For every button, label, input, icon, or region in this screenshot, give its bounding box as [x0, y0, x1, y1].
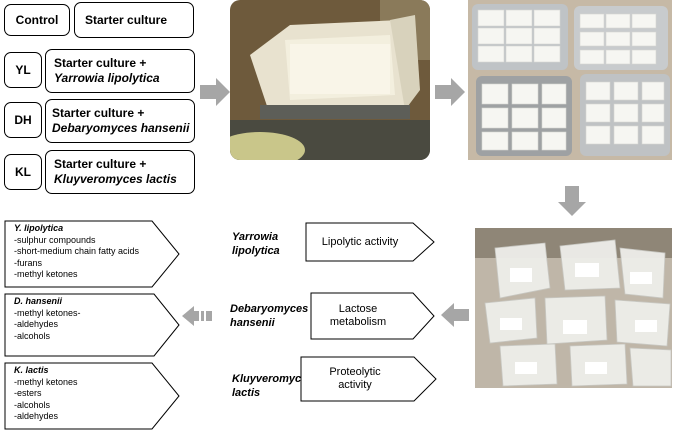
- volatile-item: -aldehydes: [14, 319, 59, 329]
- volatile-item: -short-medium chain fatty acids: [14, 246, 140, 256]
- activity-label: Proteolytic activity: [329, 366, 381, 391]
- arrow-left-icon: [441, 303, 469, 327]
- group-organism-text: Yarrowia lipolytica: [54, 71, 160, 85]
- group-yl-description: Starter culture + Yarrowia lipolytica: [45, 49, 195, 93]
- volatile-item: -esters: [14, 388, 42, 398]
- activity-chevron-shape: [305, 222, 435, 262]
- arrow-right-icon: [435, 78, 465, 106]
- arrow-right-icon: [200, 78, 230, 106]
- group-code-text: YL: [15, 63, 31, 77]
- arrow-left-icon: [182, 306, 212, 326]
- volatile-chevron-shape: [4, 293, 180, 357]
- volatile-list-debaryomyces: D. hansenii -methyl ketones- -aldehydes …: [14, 296, 164, 342]
- volatile-item: -sulphur compounds: [14, 234, 96, 245]
- group-dh-code: DH: [4, 102, 42, 138]
- activity-label: Lactose metabolism: [329, 303, 387, 328]
- volatile-item: -methyl ketones-: [14, 307, 81, 318]
- volatile-item: -alcohols: [14, 399, 51, 410]
- volatile-item: -furans: [14, 257, 43, 268]
- group-base-text: Starter culture: [85, 13, 168, 27]
- group-control-description: Starter culture: [74, 2, 194, 38]
- photo-cheese-blocks: [468, 0, 672, 160]
- volatile-item: -aldehydes: [14, 411, 59, 421]
- group-yl-code: YL: [4, 52, 42, 88]
- group-kl-description: Starter culture + Kluyveromyces lactis: [45, 150, 195, 194]
- activity-chevron-shape: [310, 292, 435, 340]
- group-code-text: DH: [14, 113, 32, 127]
- activity-organism-label: Debaryomyces hansenii: [230, 303, 309, 329]
- group-code-text: Control: [15, 13, 59, 27]
- group-code-text: KL: [15, 165, 31, 179]
- volatile-list-title: Y. lipolytica: [14, 223, 64, 233]
- volatile-item: -methyl ketones: [14, 376, 78, 387]
- volatile-item: -methyl ketones: [14, 269, 78, 279]
- activity-organism-label: Yarrowia lipolytica: [232, 231, 280, 257]
- group-organism-text: Kluyveromyces lactis: [54, 172, 177, 186]
- photo-curd-draining: [230, 0, 430, 160]
- activity-label: Lipolytic activity: [321, 235, 399, 248]
- volatile-list-kluyveromyces: K. lactis -methyl ketones -esters -alcoh…: [14, 365, 164, 423]
- volatile-item: -alcohols: [14, 330, 51, 341]
- volatile-list-title: D. hansenii: [14, 296, 63, 306]
- group-base-text: Starter culture +: [54, 56, 147, 70]
- group-base-text: Starter culture +: [52, 106, 145, 120]
- photo-vacuum-packed-cheese: [475, 228, 672, 388]
- volatile-list-title: K. lactis: [14, 365, 49, 375]
- group-kl-code: KL: [4, 154, 42, 190]
- arrow-down-icon: [558, 186, 586, 216]
- activity-chevron-shape: [300, 356, 437, 402]
- activity-organism-label: Kluyveromyces lactis: [232, 373, 314, 399]
- volatile-list-yarrowia: Y. lipolytica -sulphur compounds -short-…: [14, 223, 164, 281]
- group-control-code: Control: [4, 4, 70, 36]
- group-base-text: Starter culture +: [54, 157, 147, 171]
- volatile-chevron-shape: [4, 362, 180, 430]
- group-organism-text: Debaryomyces hansenii: [52, 121, 190, 135]
- volatile-chevron-shape: [4, 220, 180, 288]
- group-dh-description: Starter culture + Debaryomyces hansenii: [45, 99, 195, 143]
